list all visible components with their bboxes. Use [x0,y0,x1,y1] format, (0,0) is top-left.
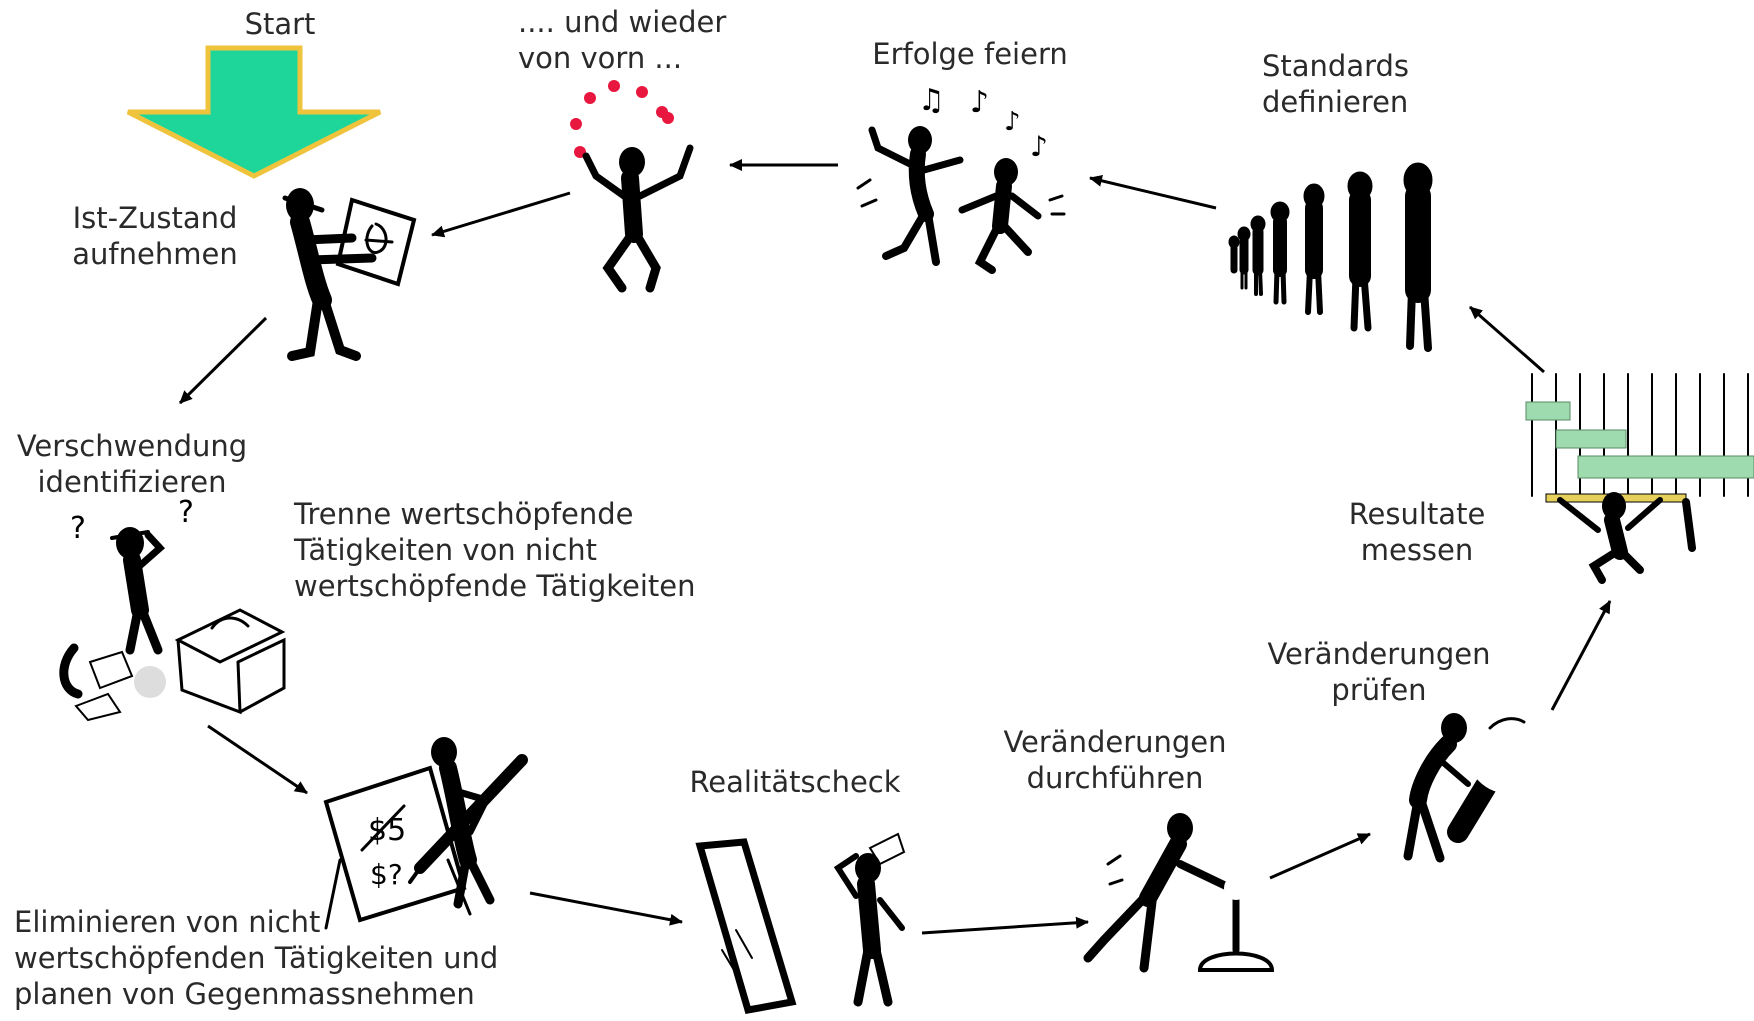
step-label-trenne: Trenne wertschöpfende Tätigkeiten von ni… [294,496,696,604]
step-label-line: Tätigkeiten von nicht [294,533,598,567]
step-label-eliminieren: Eliminieren von nicht wertschöpfenden Tä… [14,904,498,1012]
step-label-durchfuehren: Veränderungen durchführen [990,724,1240,796]
person-measuring-gantt-icon [1525,373,1754,584]
svg-text:♪: ♪ [970,85,989,120]
step-label-line: Veränderungen [1267,637,1491,671]
flow-arrow [1469,305,1545,374]
step-label-line: wertschöpfende Tätigkeiten [294,569,696,603]
step-label-line: Eliminieren von nicht [14,905,321,939]
step-label-line: Resultate [1348,497,1486,531]
step-label-line: Veränderungen [1003,725,1227,759]
step-label-line: von vorn ... [518,41,683,75]
person-pushing-lever-icon [1083,813,1275,973]
flow-arrow [431,191,571,238]
flow-arrow [1550,600,1612,711]
flow-arrow [921,916,1089,935]
flow-arrows [178,159,1612,935]
flow-arrow [529,891,683,926]
step-label-line: planen von Gegenmassnehmen [14,977,475,1011]
step-label-line: aufnehmen [72,237,238,271]
step-label-line: messen [1360,533,1474,567]
flow-arrow [1089,174,1217,210]
flow-arrow [207,724,308,795]
person-with-magnifier-icon [1403,706,1554,863]
start-label: Start [230,6,330,42]
step-label-line: Trenne wertschöpfende [294,497,634,531]
step-label-line: Realitätscheck [689,765,901,799]
step-label-line: .... und wieder [518,5,727,39]
step-label-line: Ist-Zustand [72,201,238,235]
step-label-ist-zustand: Ist-Zustand aufnehmen [60,200,250,272]
svg-text:♪: ♪ [1004,107,1021,137]
step-label-line: definieren [1262,85,1409,119]
svg-text:$5: $5 [368,813,406,848]
person-holding-drawing-icon [282,188,417,361]
juggling-person-icon [570,80,694,293]
step-label-resultate: Resultate messen [1322,496,1512,568]
person-at-mirror-icon [695,832,906,1015]
svg-text:♫: ♫ [918,83,945,118]
step-label-realitaetscheck: Realitätscheck [670,764,920,800]
start-label-text: Start [244,7,316,41]
flow-arrow [178,316,268,405]
dancing-people-icon: ♫ ♪ ♪ ♪ [856,83,1066,274]
step-label-wieder-von-vorn: .... und wieder von vorn ... [518,4,726,76]
svg-text:?: ? [70,511,86,546]
step-label-line: identifizieren [37,465,227,499]
start-arrow-icon [126,45,382,179]
step-label-line: prüfen [1331,673,1427,707]
step-label-line: Verschwendung [16,429,248,463]
svg-text:♪: ♪ [1030,130,1048,163]
step-label-line: durchführen [1026,761,1204,795]
step-label-pruefen: Veränderungen prüfen [1254,636,1504,708]
step-label-standards: Standards definieren [1262,48,1409,120]
step-label-line: Erfolge feiern [872,37,1068,71]
step-label-line: Standards [1262,49,1410,83]
svg-text:?: ? [178,495,194,530]
step-label-verschwendung: Verschwendung identifizieren [12,428,252,500]
person-drawing-on-board-icon: $5 $? [323,737,528,930]
step-label-line: wertschöpfenden Tätigkeiten und [14,941,499,975]
flow-arrow [1269,832,1371,880]
step-label-erfolge: Erfolge feiern [850,36,1090,72]
row-of-people-icon [1228,162,1433,352]
svg-text:$?: $? [370,858,403,891]
confused-person-with-junk-icon: ? ? [59,495,286,722]
